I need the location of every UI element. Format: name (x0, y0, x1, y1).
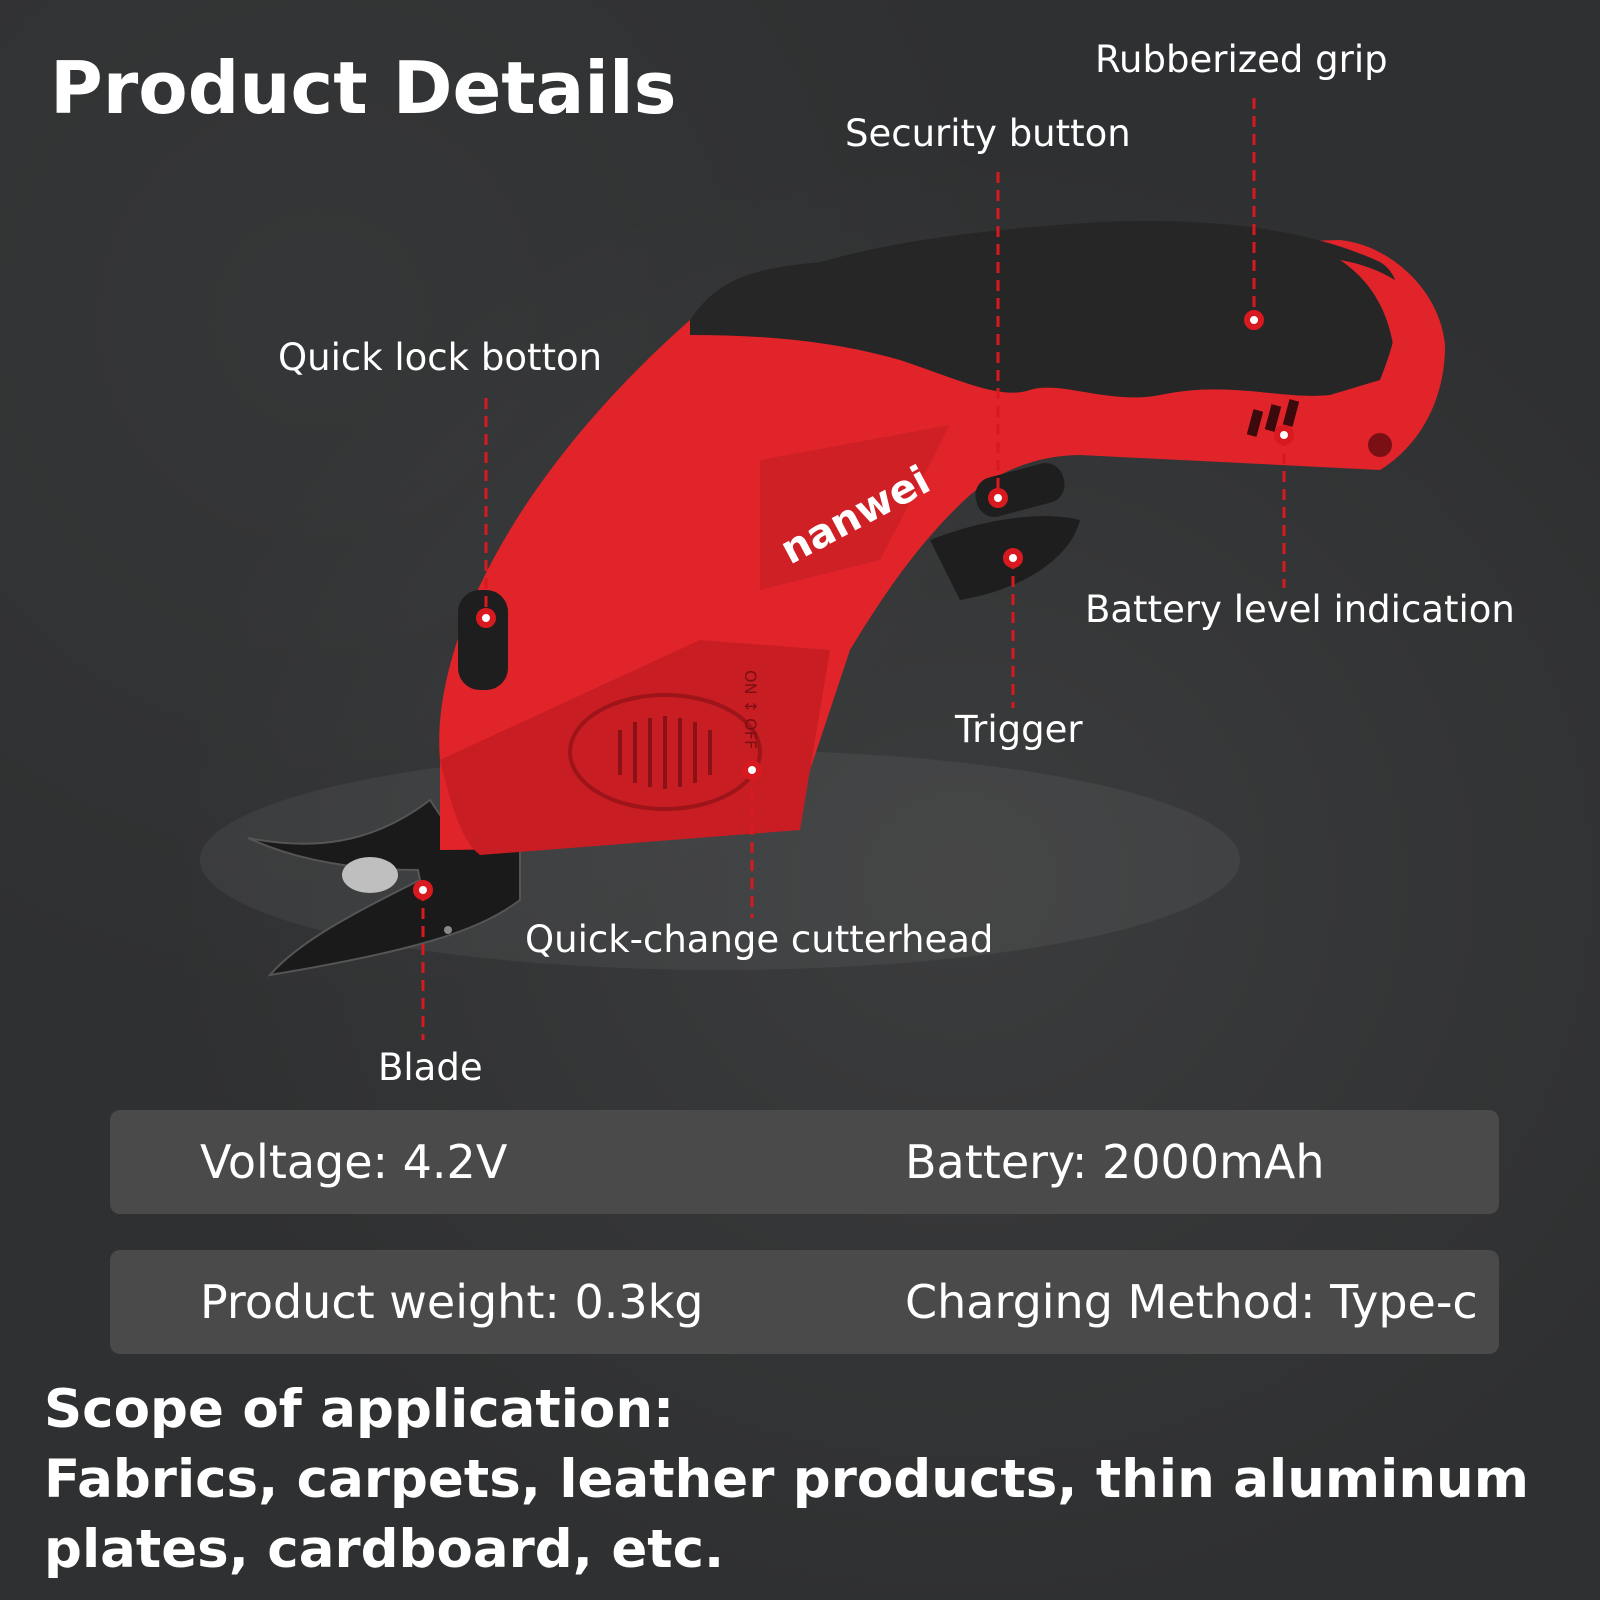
marker-blade (413, 880, 433, 900)
switch-marking: ON ↕ OFF (741, 670, 760, 749)
spec-row-1: Voltage: 4.2V Battery: 2000mAh (110, 1110, 1499, 1214)
callout-battery-level: Battery level indication (1085, 588, 1515, 631)
scope-heading: Scope of application: (44, 1379, 675, 1440)
callout-blade: Blade (378, 1046, 483, 1089)
callout-leaders (421, 98, 1286, 1040)
spec-charging: Charging Method: Type-c (905, 1275, 1478, 1329)
callout-quick-lock: Quick lock botton (278, 336, 603, 379)
marker-battery-level (1274, 425, 1294, 445)
marker-cutterhead (742, 760, 762, 780)
callout-trigger: Trigger (955, 708, 1083, 751)
spec-weight: Product weight: 0.3kg (200, 1275, 704, 1329)
scope-text: Fabrics, carpets, leather products, thin… (44, 1449, 1530, 1580)
spec-voltage: Voltage: 4.2V (200, 1135, 508, 1189)
tool-body-graphic: nanwei ON ↕ OFF (439, 221, 1446, 855)
scope-of-application: Scope of application: Fabrics, carpets, … (44, 1375, 1584, 1585)
callout-rubberized-grip: Rubberized grip (1095, 38, 1388, 81)
spec-row-2: Product weight: 0.3kg Charging Method: T… (110, 1250, 1499, 1354)
spec-battery: Battery: 2000mAh (905, 1135, 1325, 1189)
callout-cutterhead: Quick-change cutterhead (525, 918, 994, 961)
marker-trigger (1003, 548, 1023, 568)
marker-rubberized-grip (1244, 310, 1264, 330)
callout-security-button: Security button (845, 112, 1131, 155)
callout-markers (413, 310, 1294, 900)
marker-quick-lock (476, 608, 496, 628)
marker-security-button (988, 488, 1008, 508)
page-title: Product Details (50, 46, 677, 130)
